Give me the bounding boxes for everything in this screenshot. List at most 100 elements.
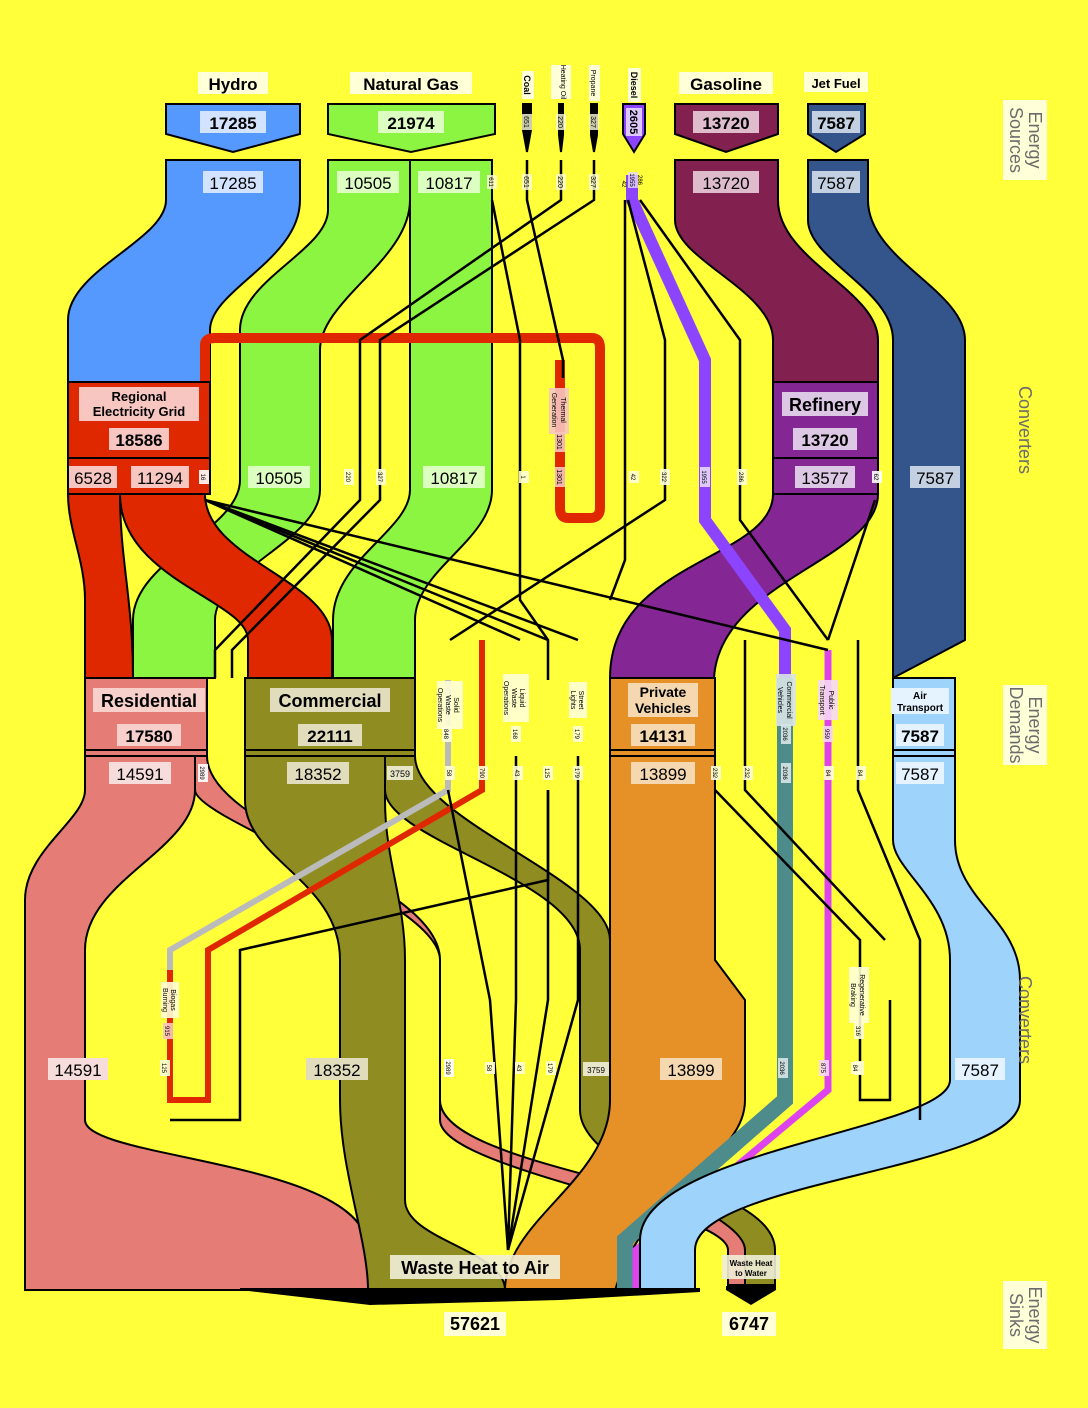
regen-braking-name-1: Regenerative [858, 974, 865, 1016]
grid-outflow-2: 11294 [137, 469, 183, 488]
air-transport-outflow: 7587 [901, 765, 939, 784]
pass-bottom-875: 875 [819, 1063, 825, 1074]
commercial-vehicles-value: 2036 [781, 727, 787, 741]
liquid-waste-outflow-2: 125 [543, 768, 549, 779]
public-transport-outflow-2: 84 [824, 770, 830, 777]
pass-bottom-commercial: 18352 [313, 1061, 360, 1080]
pass-bottom-2989: 2989 [444, 1061, 450, 1075]
layer-demands-1: Energy [1025, 696, 1045, 753]
pass-bottom-private: 13899 [667, 1061, 714, 1080]
residential-name: Residential [101, 691, 197, 711]
public-transport-name-2: Transport [818, 685, 825, 715]
layer-sinks-2: Sinks [1006, 1293, 1026, 1337]
private-vehicles-outflow-1: 13899 [639, 765, 686, 784]
outflow-gas-1: 10505 [344, 174, 391, 193]
liquid-waste-name-3: Operations [502, 681, 509, 716]
pass-bottom-58: 58 [485, 1065, 491, 1072]
pass-top-propane: 327 [376, 472, 382, 483]
sink-name-water-1: Waste Heat [730, 1259, 773, 1268]
pass-bottom-air: 7587 [961, 1061, 999, 1080]
outflow-gas-3: 611 [487, 177, 493, 187]
air-transport-name-2: Transport [897, 703, 944, 714]
flow-gasoline-refinery [674, 159, 879, 383]
refinery-outflow-2: 62 [872, 474, 878, 481]
outflow-coal: 651 [522, 176, 529, 188]
grid-name-line1: Regional [112, 389, 167, 404]
layer-sources-2: Sources [1006, 107, 1026, 173]
biogas-value: 915 [163, 1026, 169, 1037]
commercial-outflow-2: 3759 [390, 769, 410, 779]
sink-name-water-2: to Water [735, 1269, 767, 1278]
regen-braking-value: 316 [854, 1026, 860, 1037]
layer-labels: Energy Sources Converters Energy Demands… [1003, 100, 1047, 1349]
sink-name-air: Waste Heat to Air [401, 1258, 549, 1278]
pass-top-322: 322 [660, 472, 666, 483]
source-value-natural-gas: 21974 [387, 114, 435, 133]
commercial-vehicles-outflow: 2036 [781, 766, 787, 780]
pass-top-heating-oil: 220 [344, 472, 350, 483]
outflow-diesel-3: 286 [636, 175, 642, 186]
pass-top-gas-3: 1 [519, 475, 525, 479]
biogas-name-2: Burning [161, 988, 168, 1012]
flow-solid-waste-biogas [167, 640, 485, 1103]
street-lights-name-1: Street [577, 691, 584, 710]
source-arrows [165, 103, 866, 154]
street-lights-name-2: Lights [569, 691, 576, 710]
residential-value: 17580 [125, 727, 172, 746]
flow-grid-thermal-loop [200, 333, 605, 523]
private-vehicles-value: 14131 [639, 727, 686, 746]
waste-heat-air-arrow [240, 1288, 700, 1305]
commercial-name: Commercial [278, 691, 381, 711]
flow-residential-air [23, 755, 369, 1291]
flow-jetfuel-air [807, 159, 966, 680]
outflow-diesel-1: 1955 [628, 173, 634, 187]
refinery-name: Refinery [789, 395, 861, 415]
biogas-outflow: 125 [160, 1063, 166, 1074]
commercial-vehicles-name-2: Vehicles [776, 687, 783, 714]
flow-grid-residential [66, 493, 135, 679]
source-value-gasoline: 13720 [702, 114, 749, 133]
public-transport-outflow-3: 84 [856, 770, 862, 777]
node-boxes [67, 381, 956, 757]
source-name-heating-oil: Heating Oil [559, 65, 566, 100]
pass-bottom-43: 43 [515, 1065, 521, 1072]
sink-value-water: 6747 [729, 1314, 769, 1334]
source-name-gasoline: Gasoline [690, 75, 762, 94]
source-name-jet-fuel: Jet Fuel [811, 76, 860, 91]
private-vehicles-outflow-2: 232 [711, 768, 717, 779]
pass-top-gas-1: 10505 [255, 469, 302, 488]
residential-outflow-2: 2989 [198, 766, 204, 780]
liquid-waste-name-2: Waste [510, 688, 517, 708]
street-lights-outflow: 179 [573, 768, 579, 779]
source-value-coal: 651 [522, 116, 529, 128]
thermal-value: 1301 [555, 434, 562, 450]
residential-outflow-1: 14591 [116, 765, 163, 784]
flow-gas-commercial [332, 159, 493, 679]
private-vehicles-outflow-3: 232 [743, 768, 749, 779]
waste-heat-water-arrow [726, 1286, 776, 1305]
solid-waste-name-3: Operations [436, 688, 443, 723]
layer-converters-bottom: Converters [1015, 976, 1035, 1064]
thermal-name-line1: Thermal [559, 397, 566, 423]
layer-demands-2: Demands [1006, 686, 1026, 763]
pass-bottom-84: 84 [851, 1065, 857, 1072]
solid-waste-outflow-2: 790 [478, 768, 484, 779]
thermal-name-line2: Generation [550, 393, 557, 428]
flow-bands [23, 159, 1021, 1291]
pass-top-diesel-286: 286 [737, 472, 743, 483]
outflow-heating-oil: 220 [556, 176, 563, 188]
commercial-value: 22111 [307, 727, 352, 746]
outflow-jet-fuel: 7587 [817, 174, 855, 193]
grid-name-line2: Electricity Grid [93, 404, 186, 419]
street-lights-value: 179 [573, 729, 579, 740]
thin-flows [170, 160, 922, 1251]
refinery-outflow-1: 13577 [801, 469, 848, 488]
air-transport-name-1: Air [913, 691, 927, 702]
outflow-diesel-2: 42 [620, 181, 626, 188]
solid-waste-name-2: Waste [444, 695, 451, 715]
labels: Hydro Natural Gas Gasoline Jet Fuel Coal… [48, 65, 1005, 1336]
outflow-gas-2: 10817 [425, 174, 472, 193]
layer-converters-top: Converters [1015, 386, 1035, 474]
outflow-hydro: 17285 [209, 174, 256, 193]
